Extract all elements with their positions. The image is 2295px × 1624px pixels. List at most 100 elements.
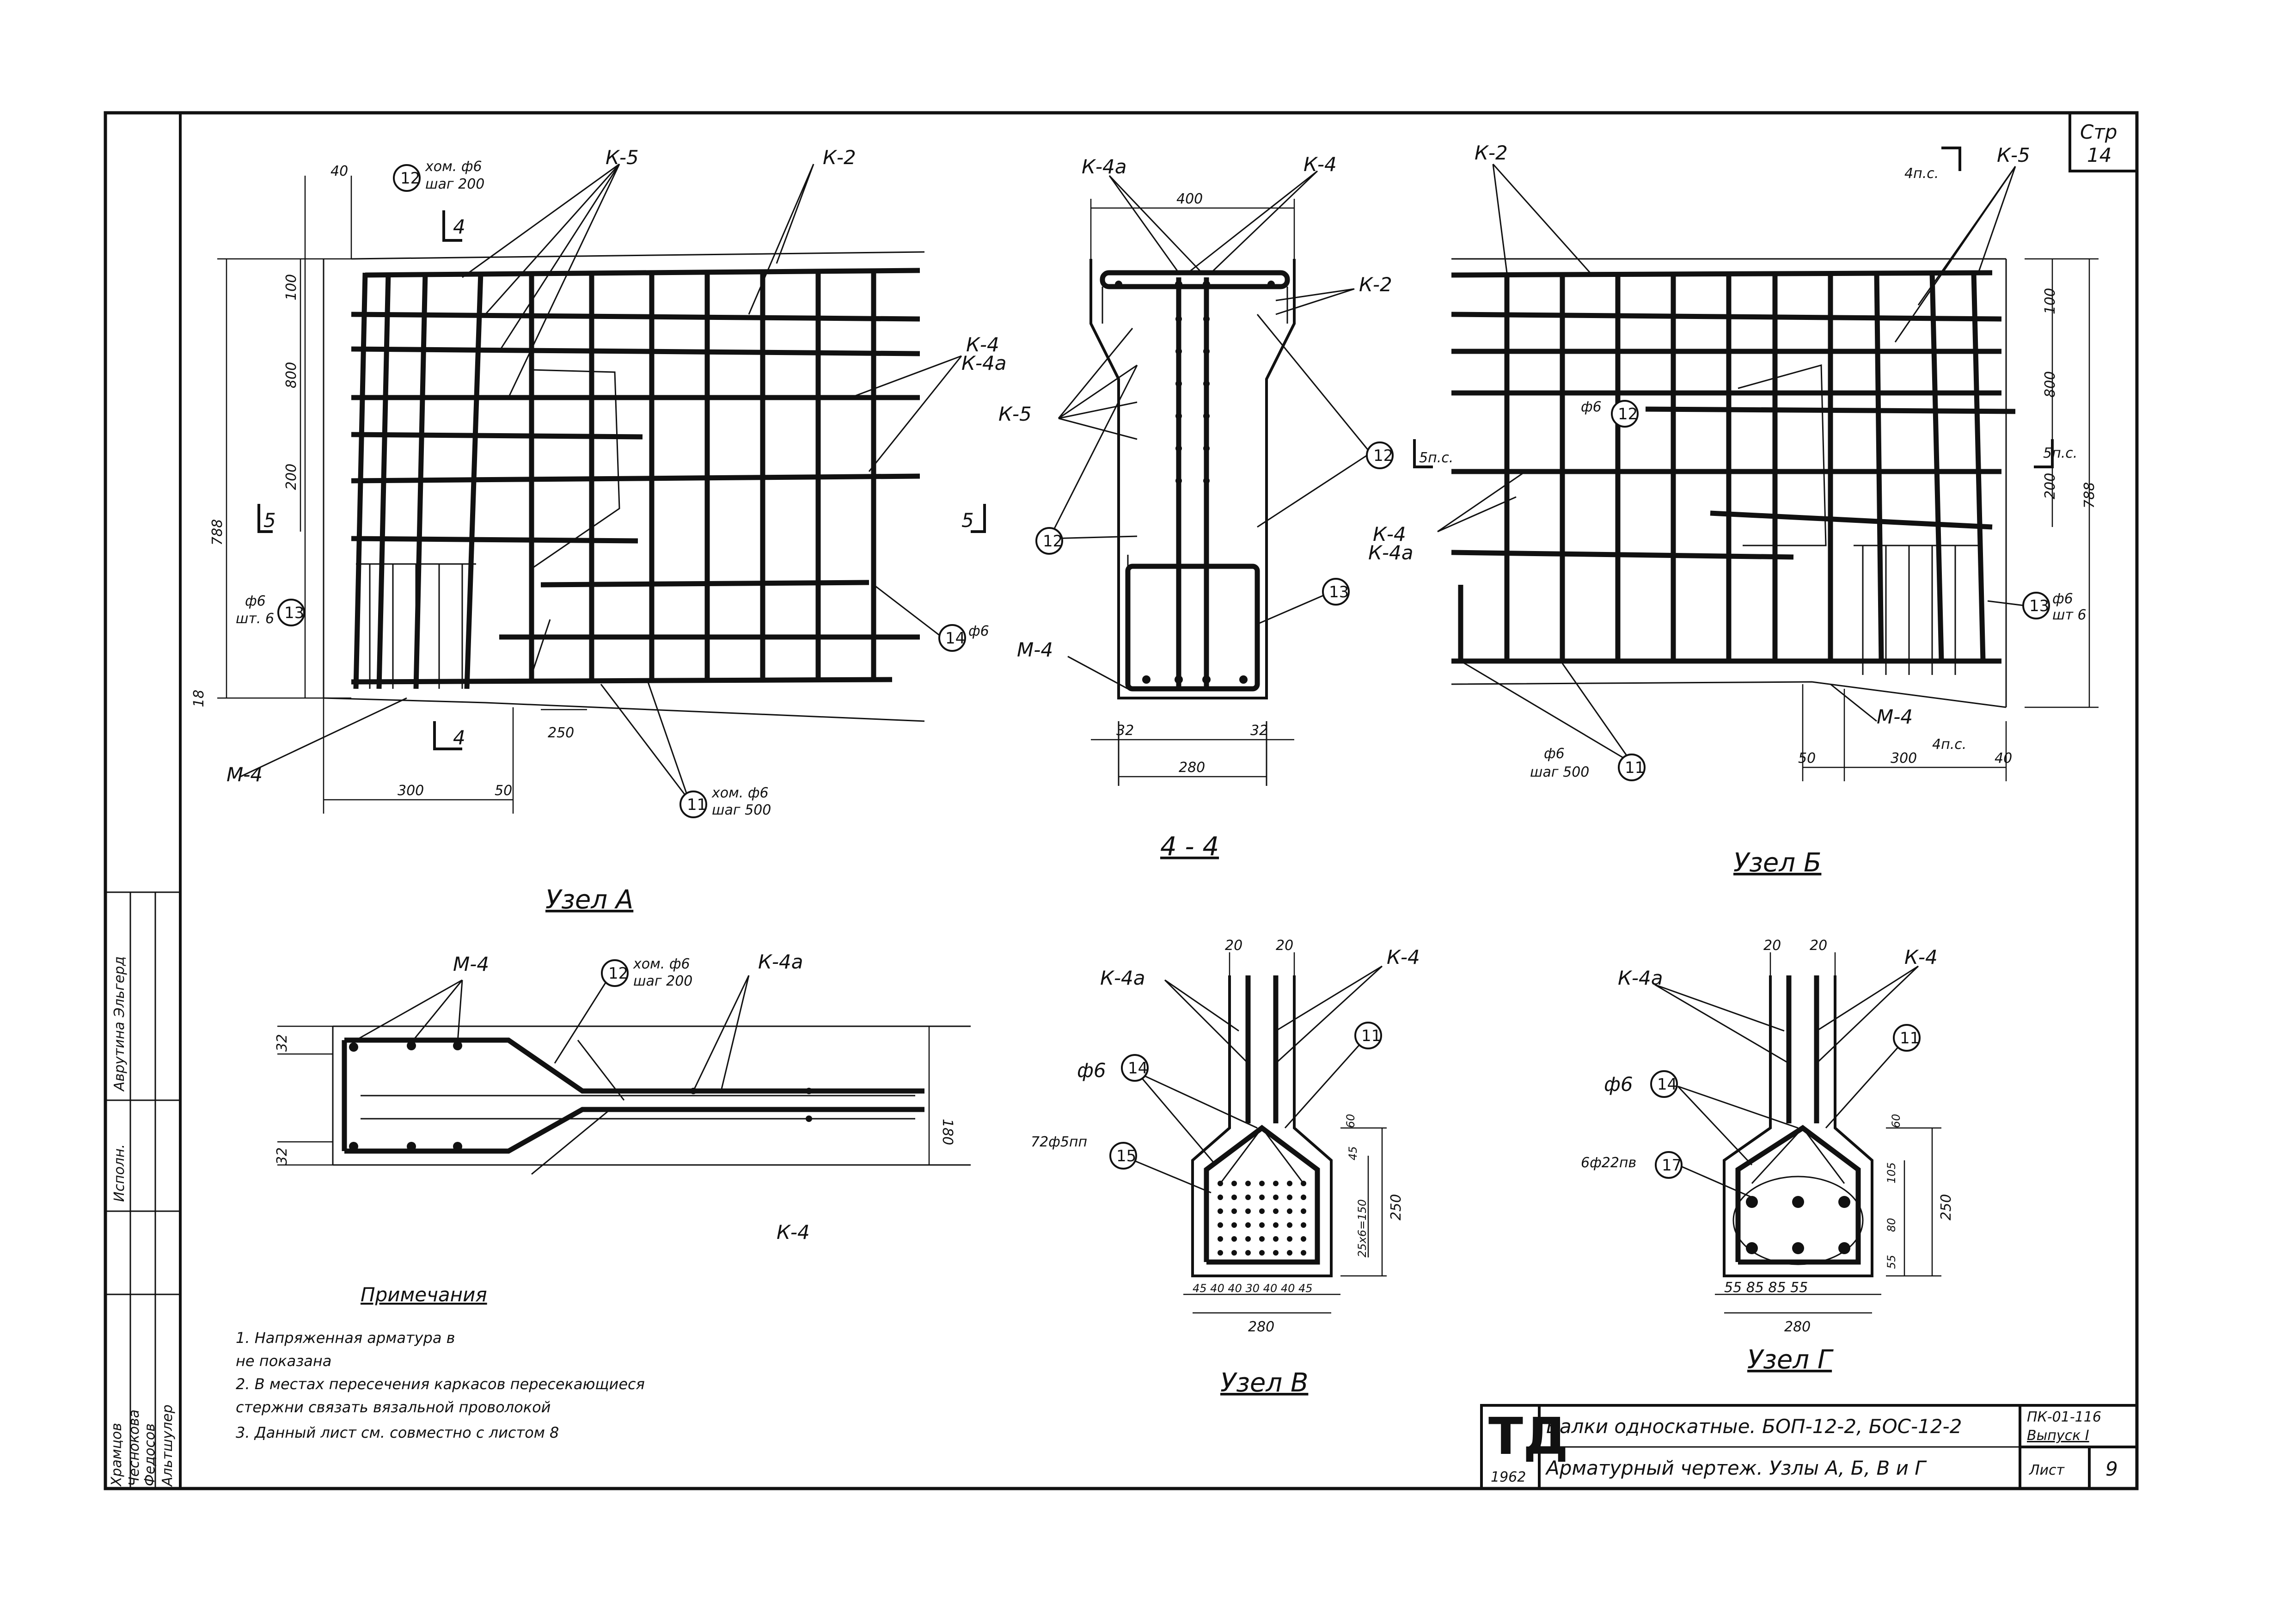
callout-11-a-number: 11 bbox=[687, 796, 707, 814]
strand-dot bbox=[1301, 1181, 1306, 1186]
dim-32-bottom-plan: 32 bbox=[274, 1147, 290, 1165]
label-k5-a: К-5 bbox=[606, 146, 639, 169]
strand-dot bbox=[1218, 1208, 1223, 1214]
strand-dot bbox=[1218, 1222, 1223, 1228]
callout-12-plan bbox=[601, 959, 629, 987]
callout-17-g-number: 17 bbox=[1662, 1156, 1682, 1175]
callout-14-g-number: 14 bbox=[1657, 1075, 1677, 1094]
dim-40-b: 40 bbox=[1995, 750, 2012, 766]
strand-dot bbox=[1273, 1195, 1279, 1200]
dim-200-a: 200 bbox=[283, 464, 300, 490]
dim-100-a: 100 bbox=[283, 274, 300, 300]
label-k4-44: К-4 bbox=[1304, 153, 1337, 176]
dim-180-plan: 180 bbox=[939, 1119, 955, 1145]
dim-20b-v: 20 bbox=[1276, 938, 1293, 954]
callout-12-44b-number: 12 bbox=[1373, 447, 1393, 465]
label-m4-plan: М-4 bbox=[453, 953, 489, 975]
strand-dot bbox=[1301, 1236, 1306, 1242]
section-4-4-title: 4 - 4 bbox=[1160, 832, 1219, 862]
callout-13-a-text2: шт. 6 bbox=[236, 611, 274, 627]
strand-dot bbox=[1231, 1181, 1237, 1186]
section-4-4 bbox=[1048, 170, 1371, 786]
callout-11-v bbox=[1354, 1022, 1382, 1049]
uzel-a-elevation bbox=[217, 163, 986, 814]
dim-32r-44: 32 bbox=[1250, 723, 1268, 739]
uzel-g-title: Узел Г bbox=[1747, 1345, 1834, 1375]
strand-dot bbox=[1218, 1181, 1223, 1186]
title-code: ПК-01-116 bbox=[2027, 1409, 2101, 1425]
page-label: Стр bbox=[2080, 121, 2117, 143]
callout-15-v-number: 15 bbox=[1116, 1147, 1136, 1165]
strand-dot bbox=[1259, 1181, 1265, 1186]
strand-dot bbox=[1218, 1250, 1223, 1256]
strip-row-2: Чеснокова bbox=[126, 1410, 142, 1486]
note-line-1: 1. Напряженная арматура в bbox=[236, 1329, 455, 1347]
callout-11-b-text2: шаг 500 bbox=[1530, 764, 1589, 780]
cut-5-left: 5 bbox=[263, 509, 276, 532]
note-line-4: стержни связать вязальной проволокой bbox=[236, 1398, 551, 1416]
dim-800-a: 800 bbox=[283, 362, 300, 388]
callout-13-b-text2: шт 6 bbox=[2052, 607, 2087, 623]
strand-dot bbox=[1245, 1236, 1251, 1242]
dim-800-b: 800 bbox=[2042, 371, 2058, 398]
callout-13-b-number: 13 bbox=[2029, 597, 2049, 615]
section-4-4-bars bbox=[1115, 281, 1275, 684]
strip-approver: Аврутина Эльгерд bbox=[111, 956, 128, 1092]
dim-100-b: 100 bbox=[2042, 288, 2058, 314]
dim-60-g: 60 bbox=[1890, 1114, 1903, 1128]
callout-12-b-text: ф6 bbox=[1581, 399, 1602, 415]
dim-300-a: 300 bbox=[398, 783, 424, 799]
callout-14-a-text: ф6 bbox=[968, 623, 989, 639]
strand-dot bbox=[1231, 1195, 1237, 1200]
page-number: 14 bbox=[2087, 144, 2111, 166]
dim-300-b: 300 bbox=[1891, 750, 1917, 766]
strip-row-1: Храмцов bbox=[109, 1423, 125, 1487]
label-k4a-plan: К-4а bbox=[758, 950, 803, 973]
strand-dot bbox=[1273, 1208, 1279, 1214]
dim-50-a: 50 bbox=[495, 783, 512, 799]
dim-32l-44: 32 bbox=[1116, 723, 1134, 739]
strand-dot bbox=[1287, 1181, 1292, 1186]
strand-dot bbox=[1231, 1236, 1237, 1242]
plan-a-bars bbox=[349, 1041, 812, 1151]
plan-a bbox=[277, 975, 971, 1175]
strip-row-4: Альтшулер bbox=[159, 1404, 176, 1487]
left-signature-strip bbox=[104, 891, 181, 1489]
uzel-v-strands bbox=[1218, 1181, 1306, 1256]
callout-11-v-number: 11 bbox=[1361, 1027, 1381, 1045]
title-line-2: Арматурный чертеж. Узлы А, Б, В и Г bbox=[1545, 1457, 1927, 1479]
dim-40-a: 40 bbox=[330, 163, 348, 179]
callout-12-a-number: 12 bbox=[400, 169, 420, 188]
strand-dot bbox=[1245, 1195, 1251, 1200]
callout-14-a bbox=[938, 624, 966, 652]
strand-dot bbox=[1273, 1222, 1279, 1228]
title-sheet-number: 9 bbox=[2105, 1458, 2118, 1480]
dim-400-44: 400 bbox=[1176, 191, 1203, 207]
label-f6-g: ф6 bbox=[1604, 1073, 1633, 1096]
strand-dot bbox=[1231, 1222, 1237, 1228]
strand-dot bbox=[1231, 1208, 1237, 1214]
strand-dot bbox=[1218, 1195, 1223, 1200]
strand-dot bbox=[1287, 1222, 1292, 1228]
cut-5-b-left: 5п.с. bbox=[1419, 450, 1453, 466]
dim-250-a: 250 bbox=[548, 725, 574, 741]
label-m4-a: М-4 bbox=[226, 763, 263, 786]
dim-50-b: 50 bbox=[1798, 750, 1816, 766]
cut-5-right: 5 bbox=[961, 509, 974, 532]
dim-105-g: 105 bbox=[1885, 1162, 1898, 1183]
uzel-v-section bbox=[1127, 952, 1387, 1314]
note-line-3: 2. В местах пересечения каркасов пересек… bbox=[236, 1375, 645, 1393]
dim-20a-g: 20 bbox=[1763, 938, 1781, 954]
label-k4a-a: К-4а bbox=[961, 352, 1006, 374]
strand-dot bbox=[1287, 1236, 1292, 1242]
label-k2-b: К-2 bbox=[1475, 141, 1508, 164]
cut-4-top: 4 bbox=[453, 215, 465, 238]
callout-11-g bbox=[1893, 1024, 1921, 1052]
label-k2-a: К-2 bbox=[823, 146, 856, 169]
label-k4a-v: К-4а bbox=[1100, 967, 1145, 989]
strand-dot bbox=[1273, 1181, 1279, 1186]
callout-13-44 bbox=[1322, 578, 1350, 606]
callout-11-a-text2: шаг 500 bbox=[712, 802, 771, 818]
dim-280-v: 280 bbox=[1248, 1319, 1274, 1335]
label-k5-b: К-5 bbox=[1997, 144, 2030, 166]
